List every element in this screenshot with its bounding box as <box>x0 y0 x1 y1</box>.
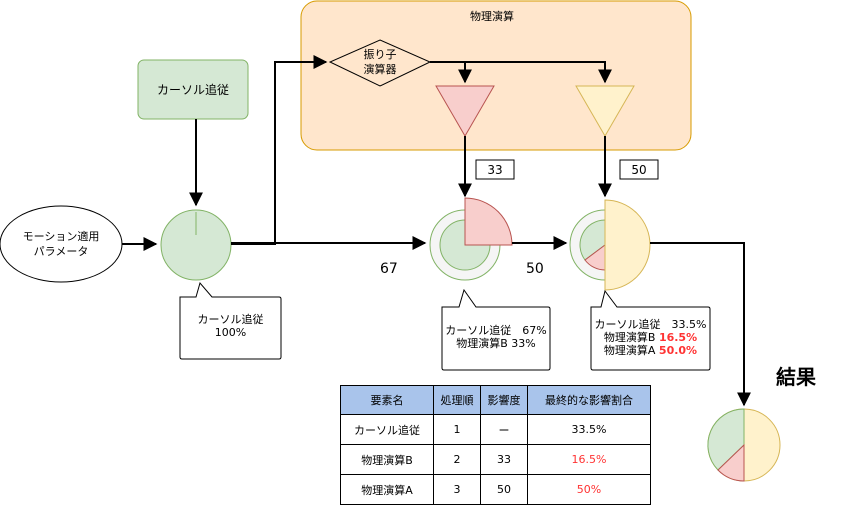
table-header-row: 要素名 処理順 影響度 最終的な影響割合 <box>340 385 651 415</box>
value-box-a <box>619 159 659 180</box>
pendulum-label: 振り子 演算器 <box>340 46 420 78</box>
cursor-follow-label: カーソル追従 <box>156 83 229 97</box>
callout3-line3-label: 物理演算A <box>603 344 659 357</box>
callout1-line2: 100% <box>214 326 247 339</box>
circle3-inner-green <box>579 219 606 261</box>
physics-group-title: 物理演算 <box>470 10 514 23</box>
table-row: カーソル追従 1 ー 33.5% <box>340 414 651 445</box>
callout3-bubble <box>590 289 711 371</box>
callout1-bubble <box>179 281 282 360</box>
table-cell: 50% <box>527 474 651 505</box>
callout3-line3-value: 50.0% <box>658 344 698 357</box>
table-header-cell: 最終的な影響割合 <box>527 385 651 415</box>
callout2-bubble <box>441 288 551 371</box>
callout3-line2-value: 16.5% <box>658 331 698 344</box>
table-cell: 2 <box>433 444 481 475</box>
result-label: 結果 <box>776 365 816 389</box>
motion-params-label: モーション適用 パラメータ <box>0 228 122 260</box>
edge-label-50: 50 <box>526 261 544 277</box>
circle3-wedge-a <box>604 199 651 291</box>
pendulum-line2: 演算器 <box>363 63 397 76</box>
table-cell: 3 <box>433 474 481 505</box>
cursor-follow-box <box>137 59 249 120</box>
table-header-cell: 処理順 <box>433 385 481 415</box>
table-row: 物理演算B 2 33 16.5% <box>340 444 651 475</box>
table-cell: 1 <box>433 414 481 445</box>
table-cell: 物理演算B <box>340 444 434 475</box>
edge-pendulum-to-triangle-a <box>430 61 612 84</box>
influence-table: 要素名 処理順 影響度 最終的な影響割合 カーソル追従 1 ー 33.5% 物理… <box>340 385 651 505</box>
callout3-line3: 物理演算A 50.0% <box>591 344 710 357</box>
value-b: 33 <box>487 162 503 177</box>
callout1-text: カーソル追従 100% <box>180 313 281 339</box>
callout2-text: カーソル追従 67% 物理演算B 33% <box>442 324 550 350</box>
motion-params-line2: パラメータ <box>33 245 89 258</box>
table-cell: ー <box>480 414 528 445</box>
table-cell: 33.5% <box>527 414 651 445</box>
callout2-line2: 物理演算B 33% <box>456 337 536 350</box>
callout3-line2-label: 物理演算B <box>603 331 659 344</box>
result-pie-green <box>707 408 745 471</box>
table-header-cell: 影響度 <box>480 385 528 415</box>
edge-circle3-to-result <box>650 242 751 407</box>
circle2-wedge-b <box>464 197 513 246</box>
pendulum-line1: 振り子 <box>363 48 397 61</box>
table-cell: 16.5% <box>527 444 651 475</box>
triangle-b <box>435 85 495 137</box>
value-a: 50 <box>631 162 647 177</box>
table-cell: 33 <box>480 444 528 475</box>
value-box-b <box>475 159 515 180</box>
callout2-line1: カーソル追従 67% <box>445 324 547 337</box>
pendulum-diamond <box>328 39 432 87</box>
callout1-line1: カーソル追従 <box>197 313 264 326</box>
motion-params-line1: モーション適用 <box>22 230 100 243</box>
table-header-cell: 要素名 <box>340 385 434 415</box>
result-pie-red <box>717 443 745 482</box>
callout3-line1: カーソル追従 33.5% <box>594 318 707 331</box>
callout3-text: カーソル追従 33.5% 物理演算B 16.5% 物理演算A 50.0% <box>591 318 710 357</box>
triangle-a <box>575 85 635 137</box>
callout3-line2: 物理演算B 16.5% <box>591 331 710 344</box>
table-cell: カーソル追従 <box>340 414 434 445</box>
table-cell: 物理演算A <box>340 474 434 505</box>
table-row: 物理演算A 3 50 50% <box>340 474 651 505</box>
table-cell: 50 <box>480 474 528 505</box>
edge-label-67: 67 <box>380 261 398 277</box>
